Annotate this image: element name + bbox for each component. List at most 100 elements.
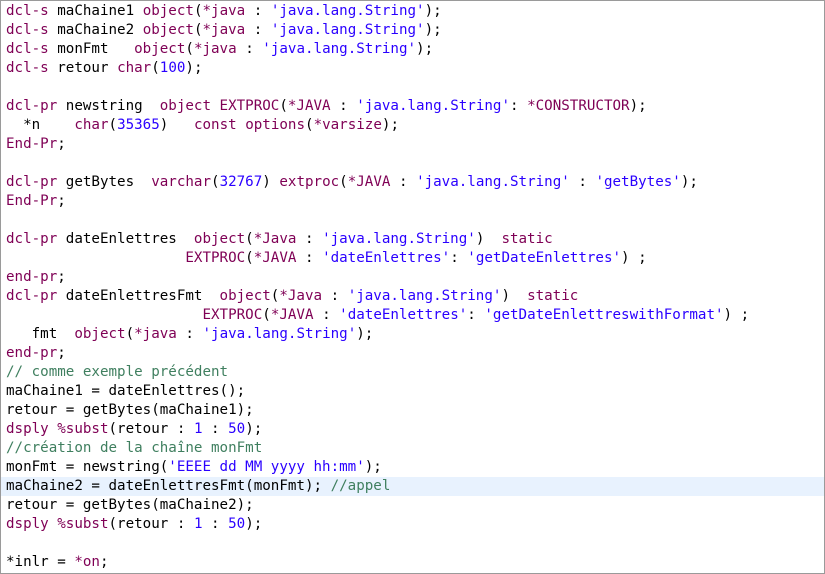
- code-line[interactable]: retour = getBytes(maChaine2);: [1, 496, 824, 515]
- code-token: object: [193, 231, 246, 247]
- code-token: EXTPROC: [219, 98, 280, 114]
- code-token: object: [142, 22, 194, 38]
- code-token: newstring: [57, 98, 160, 114]
- code-token: object: [159, 98, 211, 114]
- code-token: :: [176, 326, 203, 342]
- code-token: (: [211, 174, 220, 190]
- code-line[interactable]: End-Pr;: [1, 135, 824, 154]
- code-token: );: [416, 41, 434, 57]
- code-token: 'dateEnlettres': [339, 307, 468, 323]
- code-token: EXTPROC: [202, 307, 263, 323]
- code-token: 'getDateEnlettres': [467, 250, 622, 266]
- code-line[interactable]: dsply %subst(retour : 1 : 50);: [1, 420, 824, 439]
- code-line[interactable]: End-Pr;: [1, 192, 824, 211]
- code-token: 35365: [117, 117, 160, 133]
- code-line[interactable]: fmt object(*java : 'java.lang.String');: [1, 325, 824, 344]
- code-line[interactable]: dcl-pr dateEnlettres object(*Java : 'jav…: [1, 230, 824, 249]
- code-token: (retour :: [108, 516, 194, 532]
- code-token: 1: [193, 421, 203, 437]
- code-line[interactable]: *n char(35365) const options(*varsize);: [1, 116, 824, 135]
- code-line[interactable]: dcl-pr newstring object EXTPROC(*JAVA : …: [1, 97, 824, 116]
- code-token: ;: [57, 269, 66, 285]
- code-token: ): [262, 174, 271, 190]
- code-token: (: [193, 3, 203, 19]
- code-token: (: [279, 98, 288, 114]
- code-token: *JAVA: [270, 307, 314, 323]
- code-token: dcl-pr: [6, 174, 58, 190]
- code-token: object: [219, 288, 271, 304]
- code-token: static: [501, 231, 553, 247]
- code-token: *JAVA: [253, 250, 297, 266]
- code-token: 'java.lang.String': [347, 288, 502, 304]
- code-token: *java: [202, 22, 246, 38]
- code-token: maChaine2 = dateEnlettresFmt(monFmt);: [6, 478, 331, 494]
- code-line[interactable]: //création de la chaîne monFmt: [1, 439, 824, 458]
- code-line[interactable]: [1, 211, 824, 230]
- code-token: (: [185, 41, 194, 57]
- code-token: dcl-pr: [6, 288, 58, 304]
- code-token: 'java.lang.String': [202, 326, 357, 342]
- code-token: (: [193, 22, 203, 38]
- code-token: [6, 307, 202, 323]
- code-token: (: [245, 250, 254, 266]
- code-token: object: [74, 326, 126, 342]
- code-token: 'java.lang.String': [416, 174, 570, 190]
- code-line[interactable]: dcl-pr dateEnlettresFmt object(*Java : '…: [1, 287, 824, 306]
- code-token: :: [296, 231, 323, 247]
- code-token: 'getDateEnlettreswithFormat': [484, 307, 724, 323]
- code-token: maChaine1 = dateEnlettres();: [6, 383, 246, 399]
- code-token: maChaine1: [48, 3, 143, 19]
- code-token: dateEnlettres: [57, 231, 194, 247]
- code-token: 'java.lang.String': [322, 231, 476, 247]
- code-token: :: [390, 174, 417, 190]
- code-line[interactable]: EXTPROC(*JAVA : 'dateEnlettres': 'getDat…: [1, 249, 824, 268]
- code-token: (: [108, 117, 118, 133]
- code-token: ): [501, 288, 528, 304]
- code-token: object: [134, 41, 186, 57]
- code-token: );: [680, 174, 698, 190]
- code-line[interactable]: dcl-s retour char(100);: [1, 59, 824, 78]
- code-token: 'getBytes': [595, 174, 681, 190]
- code-token: (: [151, 60, 160, 76]
- code-line[interactable]: // comme exemple précédent: [1, 363, 824, 382]
- code-line[interactable]: end-pr;: [1, 268, 824, 287]
- code-line[interactable]: maChaine1 = dateEnlettres();: [1, 382, 824, 401]
- code-token: :: [313, 307, 340, 323]
- code-line[interactable]: *inlr = *on;: [1, 553, 824, 572]
- code-token: 'dateEnlettres': [322, 250, 451, 266]
- code-token: dsply: [6, 421, 49, 437]
- code-token: [237, 117, 246, 133]
- code-token: monFmt = newstring(: [6, 459, 169, 475]
- code-token: end-pr: [6, 345, 58, 361]
- code-token: 'java.lang.String': [270, 3, 425, 19]
- code-line[interactable]: dcl-s maChaine1 object(*java : 'java.lan…: [1, 2, 824, 21]
- code-token: ) ;: [621, 250, 647, 266]
- code-line[interactable]: [1, 154, 824, 173]
- code-line[interactable]: dcl-s monFmt object(*java : 'java.lang.S…: [1, 40, 824, 59]
- code-line[interactable]: retour = getBytes(maChaine1);: [1, 401, 824, 420]
- code-token: dcl-pr: [6, 231, 58, 247]
- code-line[interactable]: dcl-s maChaine2 object(*java : 'java.lan…: [1, 21, 824, 40]
- code-token: );: [364, 459, 382, 475]
- code-token: retour = getBytes(maChaine2);: [6, 497, 254, 513]
- code-line[interactable]: end-pr;: [1, 344, 824, 363]
- code-token: );: [424, 3, 442, 19]
- code-token: const: [193, 117, 237, 133]
- code-token: *CONSTRUCTOR: [527, 98, 630, 114]
- code-line[interactable]: [1, 78, 824, 97]
- code-line[interactable]: dsply %subst(retour : 1 : 50);: [1, 515, 824, 534]
- code-line[interactable]: EXTPROC(*JAVA : 'dateEnlettres': 'getDat…: [1, 306, 824, 325]
- code-token: :: [322, 288, 348, 304]
- code-token: ;: [57, 345, 66, 361]
- code-line-current[interactable]: maChaine2 = dateEnlettresFmt(monFmt); //…: [1, 477, 824, 496]
- code-token: (: [305, 117, 314, 133]
- code-line[interactable]: monFmt = newstring('EEEE dd MM yyyy hh:m…: [1, 458, 824, 477]
- code-line[interactable]: dcl-pr getBytes varchar(32767) extproc(*…: [1, 173, 824, 192]
- code-token: ): [475, 231, 502, 247]
- code-token: maChaine2: [48, 22, 143, 38]
- code-token: *on: [74, 554, 100, 570]
- code-line[interactable]: [1, 534, 824, 553]
- code-token: dcl-s: [6, 22, 49, 38]
